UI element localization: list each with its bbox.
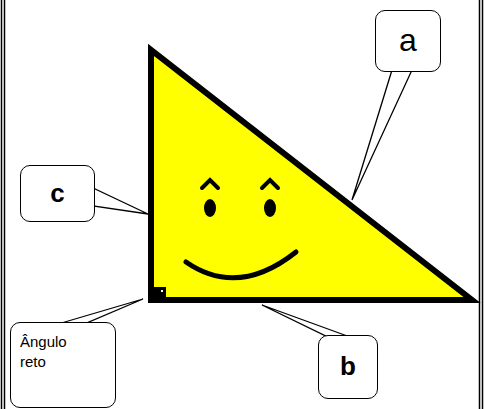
frame-line: [482, 0, 484, 409]
callout-tail: [352, 70, 412, 200]
callout-label: Ângulo reto: [20, 332, 82, 371]
callout-label: c: [50, 177, 64, 211]
eye: [264, 199, 276, 217]
frame-line: [4, 0, 6, 409]
triangle: [151, 50, 472, 300]
callout-a: a: [375, 10, 441, 72]
callout-b: b: [318, 335, 378, 399]
callout-label: a: [399, 20, 417, 62]
callout-c: c: [20, 165, 95, 222]
right-angle-dot: [161, 290, 163, 292]
callout-tail: [262, 305, 350, 337]
frame-line: [479, 0, 481, 409]
callout-label: b: [340, 350, 356, 384]
callout-tail: [58, 299, 143, 324]
callout-angle: Ângulo reto: [10, 322, 116, 408]
frame-line: [1, 0, 3, 409]
eye: [204, 199, 216, 217]
callout-tail: [93, 188, 148, 214]
right-angle-mark: [154, 287, 166, 299]
smile: [186, 252, 296, 278]
eyebrow: [202, 180, 218, 188]
eyebrow: [262, 180, 278, 188]
